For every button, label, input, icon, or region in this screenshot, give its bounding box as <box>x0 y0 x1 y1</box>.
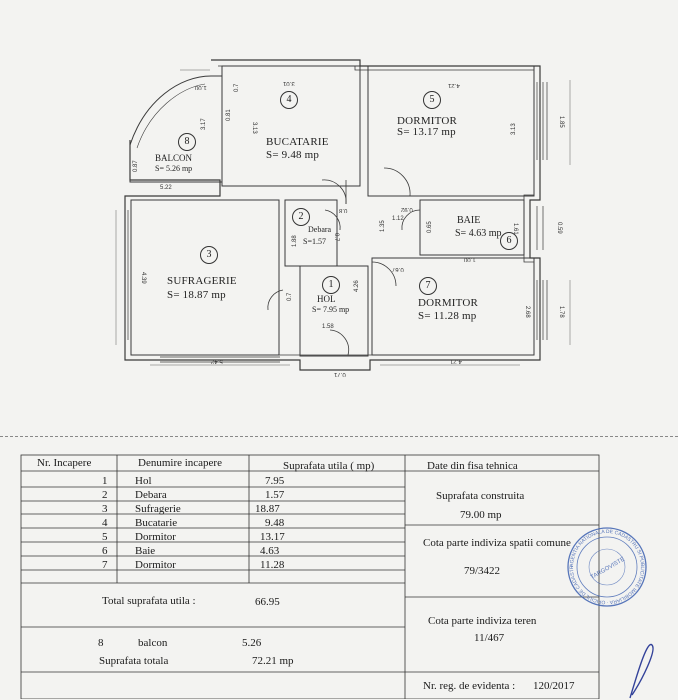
row-nr: 7 <box>102 559 108 571</box>
row-name: Hol <box>135 475 152 487</box>
room-number: 4 <box>280 91 298 109</box>
reg-value: 120/2017 <box>533 680 575 692</box>
balcon-nr: 8 <box>98 637 104 649</box>
row-name: Sufragerie <box>135 503 181 515</box>
row-name: Debara <box>135 489 167 501</box>
room-name: DORMITOR <box>397 115 458 127</box>
room-name: DORMITOR <box>418 297 479 309</box>
wall-bedroom-7 <box>371 257 535 356</box>
header-nr: Nr. Incapere <box>37 457 92 469</box>
wall-bedroom-5 <box>367 65 535 197</box>
divider <box>0 436 678 437</box>
teren-value: 11/467 <box>474 632 505 644</box>
floor-plan: 8 BALCON S= 5.26 mp 4 BUCATARIE S= 9.48 … <box>115 59 571 377</box>
total-label: Suprafata totala <box>99 655 169 667</box>
room-area: S= 13.17 mp <box>397 126 456 138</box>
room-name: BALCON <box>155 153 193 163</box>
room-area: S= 4.63 mp <box>455 228 502 239</box>
row-area: 18.87 <box>255 503 280 515</box>
wall-living <box>130 199 280 356</box>
wall-kitchen <box>221 65 361 187</box>
signature-mark <box>629 644 654 699</box>
wall-outer <box>124 59 541 371</box>
header-name: Denumire incapere <box>138 457 222 469</box>
cota-label: Cota parte indiviza spatii comune <box>423 537 571 549</box>
room-name: SUFRAGERIE <box>167 275 237 287</box>
room-number: 1 <box>322 276 340 294</box>
room-area: S= 11.28 mp <box>418 310 477 322</box>
room-number: 3 <box>200 246 218 264</box>
total-util-label: Total suprafata utila : <box>102 595 196 607</box>
room-number: 7 <box>419 277 437 295</box>
room-name: Debara <box>308 225 332 234</box>
total-value: 72.21 mp <box>252 655 294 667</box>
dimension-label: 1.12 <box>392 216 404 222</box>
header-tech: Date din fisa tehnica <box>427 460 518 472</box>
room-area: S= 7.95 mp <box>312 305 350 314</box>
row-area: 9.48 <box>265 517 285 529</box>
room-number: 2 <box>292 208 310 226</box>
row-name: Dormitor <box>135 559 176 571</box>
dimension-label: 1.58 <box>322 324 334 330</box>
constr-label: Suprafata construita <box>436 490 525 502</box>
row-name: Bucatarie <box>135 517 178 529</box>
row-nr: 3 <box>102 503 108 515</box>
room-area: S=1.57 <box>303 237 326 246</box>
room-name: BUCATARIE <box>266 136 329 148</box>
dimension-label: 5.22 <box>160 185 172 191</box>
header-area: Suprafata utila ( mp) <box>283 460 375 472</box>
constr-value: 79.00 mp <box>460 509 502 521</box>
room-name: BAIE <box>457 215 481 226</box>
room-name: HOL <box>317 294 336 304</box>
row-name: Baie <box>135 545 156 557</box>
stamp-center: TARGOVISTE <box>590 557 626 581</box>
reg-label: Nr. reg. de evidenta : <box>423 680 516 692</box>
total-util-value: 66.95 <box>255 596 280 608</box>
row-nr: 4 <box>102 517 108 529</box>
row-nr: 1 <box>102 475 108 487</box>
wall-hol <box>299 265 369 357</box>
balcon-area: 5.26 <box>242 637 262 649</box>
room-number: 8 <box>178 133 196 151</box>
teren-label: Cota parte indiviza teren <box>428 615 537 627</box>
row-area: 13.17 <box>260 531 285 543</box>
row-nr: 2 <box>102 489 108 501</box>
room-area: S= 9.48 mp <box>266 149 320 161</box>
stamp-seal-icon: AGENTIA NATIONALA DE CADASTRU SI PUBLICI… <box>564 522 647 607</box>
row-name: Dormitor <box>135 531 176 543</box>
row-area: 7.95 <box>265 475 285 487</box>
room-number: 5 <box>423 91 441 109</box>
stamp: AGENTIA NATIONALA DE CADASTRU SI PUBLICI… <box>564 522 648 608</box>
room-number: 6 <box>500 232 518 250</box>
row-area: 1.57 <box>265 489 285 501</box>
floor-plan-drawing <box>115 59 571 371</box>
row-nr: 6 <box>102 545 108 557</box>
cota-value: 79/3422 <box>464 565 501 577</box>
room-area: S= 5.26 mp <box>155 164 193 173</box>
wall-bath <box>419 199 525 256</box>
row-nr: 5 <box>102 531 108 543</box>
room-area: S= 18.87 mp <box>167 289 226 301</box>
row-area: 11.28 <box>260 559 285 571</box>
row-area: 4.63 <box>260 545 280 557</box>
balcon-name: balcon <box>138 637 168 649</box>
